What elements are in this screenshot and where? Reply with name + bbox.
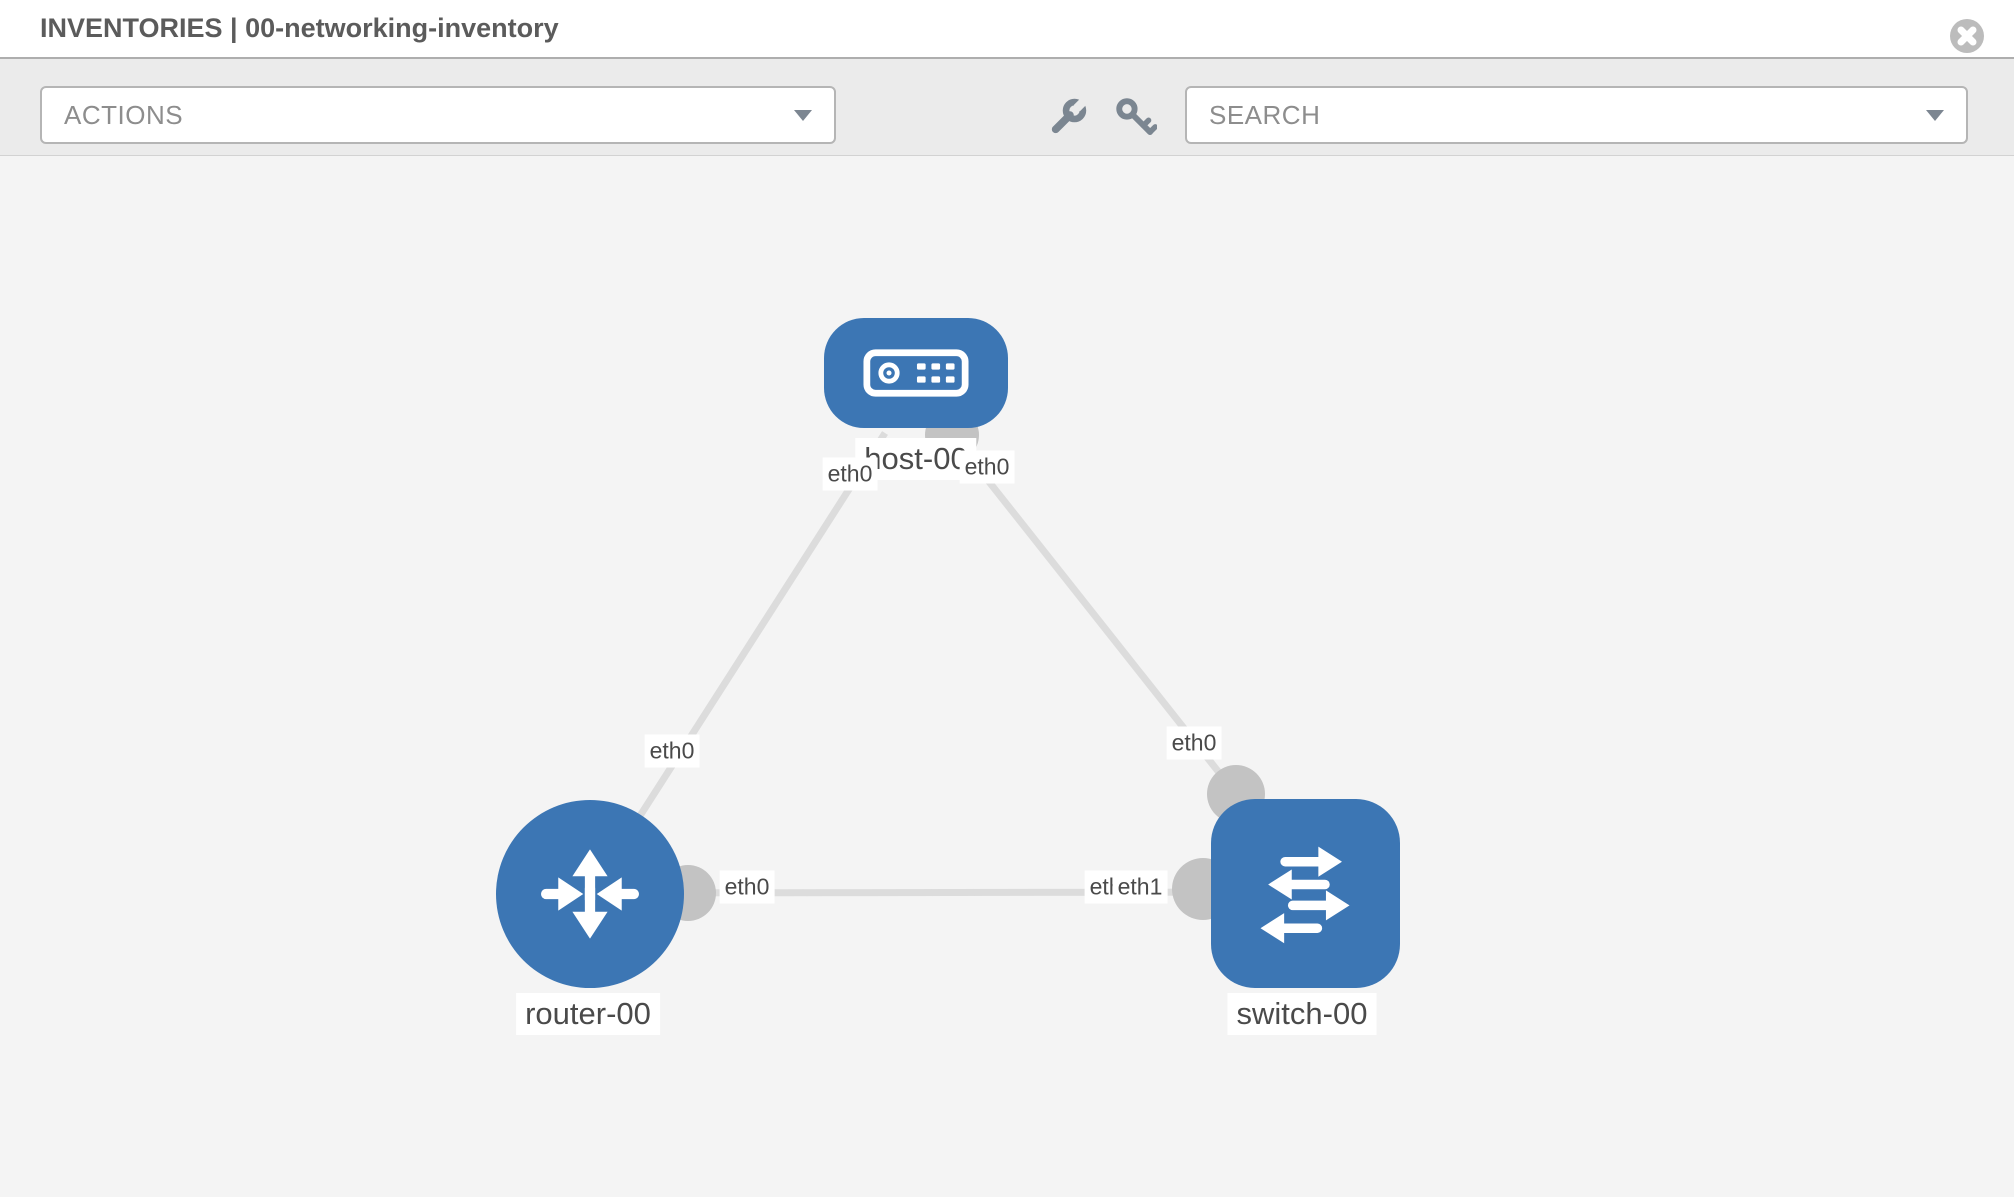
toolbar: ACTIONS SEARCH (0, 57, 2014, 156)
interface-label: eth0 (719, 870, 775, 904)
interface-label: eth1 (1112, 870, 1168, 904)
node-router-00[interactable] (496, 800, 684, 988)
chevron-down-icon (1926, 109, 1944, 121)
node-switch-00[interactable] (1211, 799, 1400, 988)
tools-button[interactable] (1046, 95, 1090, 139)
key-button[interactable] (1113, 95, 1158, 139)
actions-dropdown[interactable]: ACTIONS (40, 86, 836, 144)
chevron-down-icon (794, 109, 812, 121)
wrench-icon (1051, 98, 1087, 134)
switch-icon (1260, 846, 1350, 943)
close-button[interactable] (1948, 17, 1986, 55)
topology-canvas[interactable]: host-00 router-00 switch-00 eth0 eth0 et… (0, 156, 2014, 1197)
actions-dropdown-label: ACTIONS (64, 99, 184, 130)
interface-label: eth0 (959, 450, 1015, 484)
interface-label: eth0 (644, 734, 700, 768)
interface-label: eth0 (1166, 726, 1222, 760)
page-title: INVENTORIES | 00-networking-inventory (40, 13, 559, 43)
window-header: INVENTORIES | 00-networking-inventory (0, 0, 2014, 57)
router-icon (541, 849, 639, 939)
key-icon (1116, 98, 1158, 135)
node-label-switch: switch-00 (1227, 993, 1377, 1035)
interface-label: eth0 (822, 457, 878, 491)
host-icon (863, 349, 969, 397)
search-dropdown[interactable]: SEARCH (1185, 86, 1968, 144)
node-label-router: router-00 (516, 993, 660, 1035)
links-layer (587, 408, 1301, 921)
search-placeholder: SEARCH (1209, 99, 1321, 130)
times-circle-icon (1950, 19, 1984, 53)
node-host-00[interactable] (824, 318, 1008, 428)
